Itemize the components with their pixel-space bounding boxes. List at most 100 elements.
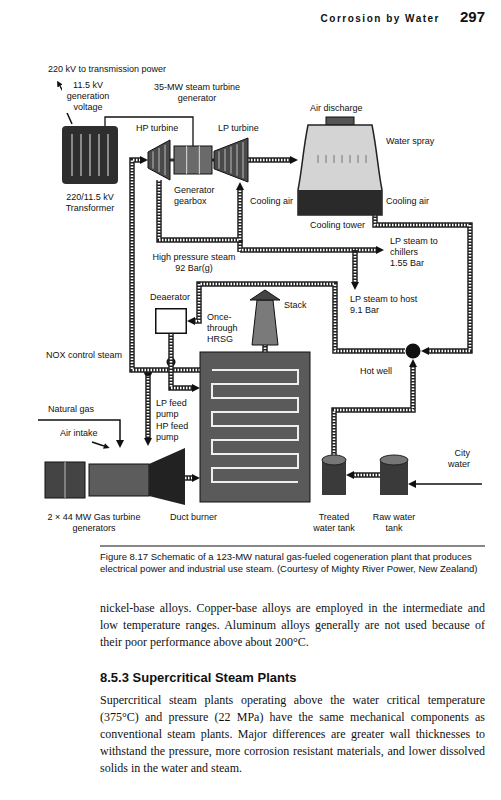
exhaust-stack-part — [250, 290, 280, 300]
label-holder: Generator gearbox — [174, 185, 224, 207]
pipe-bore — [375, 215, 470, 351]
pipe-bore — [171, 334, 192, 388]
turbine-part — [231, 147, 232, 174]
steam-water-pipe — [334, 367, 413, 455]
pipe-wall — [171, 334, 192, 388]
cooling-tower-outline — [298, 125, 382, 215]
power-line — [105, 117, 193, 146]
turbine: HP turbine — [148, 140, 170, 180]
component-label: Once-through HRSG — [207, 312, 249, 345]
label-holder: High pressure steam 92 Bar(g) — [148, 252, 240, 274]
transformer: 220/11.5 kV Transformer — [62, 126, 118, 184]
transformer-outline — [62, 126, 118, 184]
transformer-part — [62, 126, 118, 184]
natural-gas-line — [38, 420, 120, 440]
pipe-bore — [264, 345, 267, 352]
label-holder: Supercritical steam plants operating abo… — [100, 692, 485, 777]
turbine-part — [214, 138, 248, 182]
gas-turbine-part — [89, 464, 149, 496]
component-label: HP turbine — [136, 123, 178, 134]
component-label: Generator gearbox — [174, 185, 224, 207]
natural-gas-line — [38, 420, 120, 440]
label-holder: Once-through HRSG — [207, 312, 249, 345]
city-water-pipe — [416, 484, 482, 485]
nox-steam-pipe — [144, 368, 152, 438]
lp-steam-pipe — [240, 240, 376, 282]
callout-label: NOX control steam — [46, 350, 122, 361]
cooling-tower-part — [358, 155, 359, 163]
callout-label: Air discharge — [310, 103, 363, 114]
label-holder: Deaerator — [150, 292, 190, 303]
page-number: 297 — [445, 8, 485, 26]
label-holder: Cooling air — [250, 196, 293, 207]
pipe-bore — [334, 367, 413, 455]
transformer-part — [98, 134, 100, 176]
hot-well-outline — [405, 343, 421, 359]
callout-label: City water — [440, 448, 470, 470]
callout-label: HP feed pump — [156, 421, 194, 443]
label-holder: LP turbine — [218, 123, 259, 134]
label-holder: Treated water tank — [309, 512, 359, 534]
hrsg-unit-outline — [200, 352, 310, 502]
pipe-bore — [354, 474, 380, 477]
label-holder: Raw water tank — [371, 512, 417, 534]
air-intake-arrow — [92, 442, 104, 446]
steam-water-pipe — [248, 160, 290, 161]
turbine-outline — [148, 140, 170, 180]
component-label: Hot well — [360, 366, 392, 377]
label-holder: 8.5.3 Supercritical Steam Plants — [100, 670, 297, 686]
cooling-tower-part — [326, 155, 327, 163]
steam-water-pipe — [354, 475, 380, 476]
turbine-outline — [214, 138, 248, 182]
label-holder: Duct burner — [170, 512, 217, 523]
cooling-tower-part — [298, 125, 382, 215]
label-holder: 11.5 kV generation voltage — [62, 80, 114, 113]
callout-label: 35-MW steam turbine generator — [152, 82, 242, 104]
component-label: Deaerator — [150, 292, 190, 303]
turbine: LP turbine — [214, 138, 248, 182]
pipe-wall — [262, 345, 268, 352]
cooling-tower-part — [342, 155, 343, 163]
label-holder: Water spray — [386, 136, 434, 147]
pipe-wall — [334, 367, 413, 455]
pipe-bore — [185, 477, 192, 480]
pipe-wall — [248, 157, 290, 163]
caption-rule — [100, 546, 485, 547]
label-holder: LP steam to host 9.1 Bar — [350, 294, 430, 316]
pipe-bore — [248, 159, 290, 162]
callout-label: High pressure steam 92 Bar(g) — [148, 252, 240, 274]
transformer-part — [107, 134, 109, 176]
generator-gearbox-part — [199, 146, 200, 174]
label-holder: 220 kV to transmission power — [48, 64, 166, 75]
generator-gearbox: Generator gearbox — [174, 146, 212, 174]
label-holder: 2 × 44 MW Gas turbine generators — [42, 512, 146, 534]
turbine-part — [148, 140, 170, 180]
label-holder: Air intake — [60, 428, 98, 439]
deaerator-vessel-part — [156, 309, 187, 334]
deaerator-vessel: Deaerator — [155, 308, 187, 334]
gas-turbine-outline — [45, 448, 185, 505]
label-holder: Hot well — [360, 366, 392, 377]
running-header: Corrosion by Water — [290, 12, 440, 26]
callout-label: LP steam to host 9.1 Bar — [350, 294, 430, 316]
callout-label: Cooling air — [250, 196, 293, 207]
cooling-tower-part — [366, 155, 367, 163]
water-tank: Raw water tank — [380, 455, 408, 495]
label-holder: 297 — [445, 8, 485, 26]
nox-steam-pipe — [147, 372, 150, 438]
turbine-part — [159, 148, 160, 172]
callout-label: Air intake — [60, 428, 98, 439]
water-tank: Treated water tank — [322, 455, 346, 495]
label-holder: NOX control steam — [46, 350, 122, 361]
exhaust-stack-part — [252, 300, 278, 345]
callout-label: LP steam to chillers 1.55 Bar — [390, 236, 438, 269]
caption-rule — [100, 546, 485, 547]
label-holder: Natural gas — [48, 404, 94, 415]
tower-fan — [326, 117, 354, 125]
label-holder: Corrosion by Water — [290, 12, 440, 26]
air-intake-arrow — [92, 442, 104, 446]
water-tank-part — [380, 455, 408, 465]
hrsg-unit-part — [212, 370, 298, 482]
turbine-part — [243, 142, 244, 178]
